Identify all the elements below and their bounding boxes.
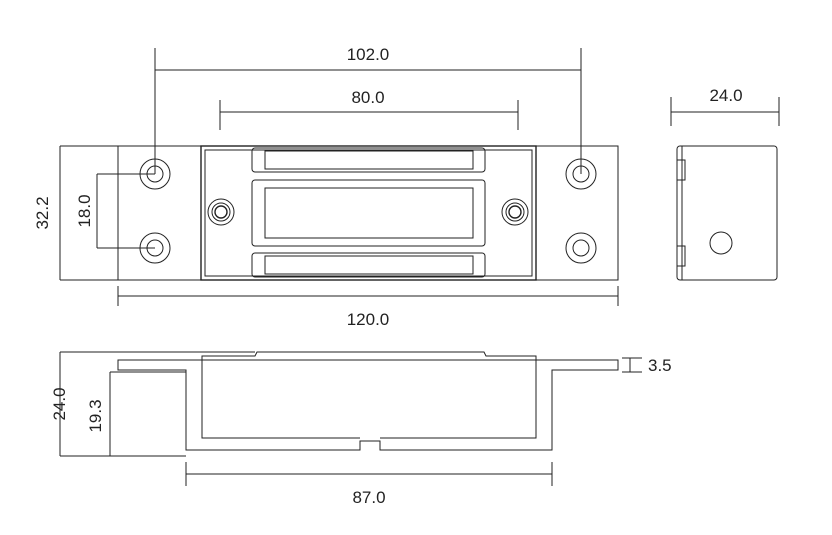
dimension-80-label: 80.0 [351, 88, 384, 107]
dimension-3-5-label: 3.5 [648, 356, 672, 375]
dimension-18: 18.0 [75, 173, 155, 249]
side-view-outline [676, 145, 778, 281]
dimension-32-2-label: 32.2 [33, 196, 52, 229]
dimension-120: 120.0 [117, 286, 619, 329]
dimension-19-3: 19.3 [86, 371, 186, 456]
dimension-24-front: 24.0 [50, 351, 255, 457]
top-view-slots [251, 147, 486, 278]
dimension-102: 102.0 [154, 45, 582, 174]
dimension-102-label: 102.0 [347, 45, 390, 64]
dimension-24-side-label: 24.0 [709, 86, 742, 105]
dimension-18-label: 18.0 [75, 194, 94, 227]
front-view [117, 351, 619, 451]
dimension-87-label: 87.0 [352, 488, 385, 507]
dimension-80: 80.0 [219, 88, 519, 130]
dimension-3-5: 3.5 [622, 356, 672, 375]
dimension-120-label: 120.0 [347, 310, 390, 329]
top-view [60, 145, 619, 281]
dimension-87: 87.0 [185, 462, 553, 507]
dimension-24-front-label: 24.0 [50, 387, 69, 420]
dimension-24-side: 24.0 [670, 86, 780, 126]
top-view-body [200, 145, 537, 281]
side-view [676, 145, 778, 281]
front-view-outline [117, 351, 619, 451]
dimension-19-3-label: 19.3 [86, 399, 105, 432]
side-view-hole [709, 231, 733, 255]
top-view-plate-outline [117, 145, 619, 281]
dimension-32-2: 32.2 [33, 146, 61, 280]
top-view-inner-screws [207, 198, 529, 226]
